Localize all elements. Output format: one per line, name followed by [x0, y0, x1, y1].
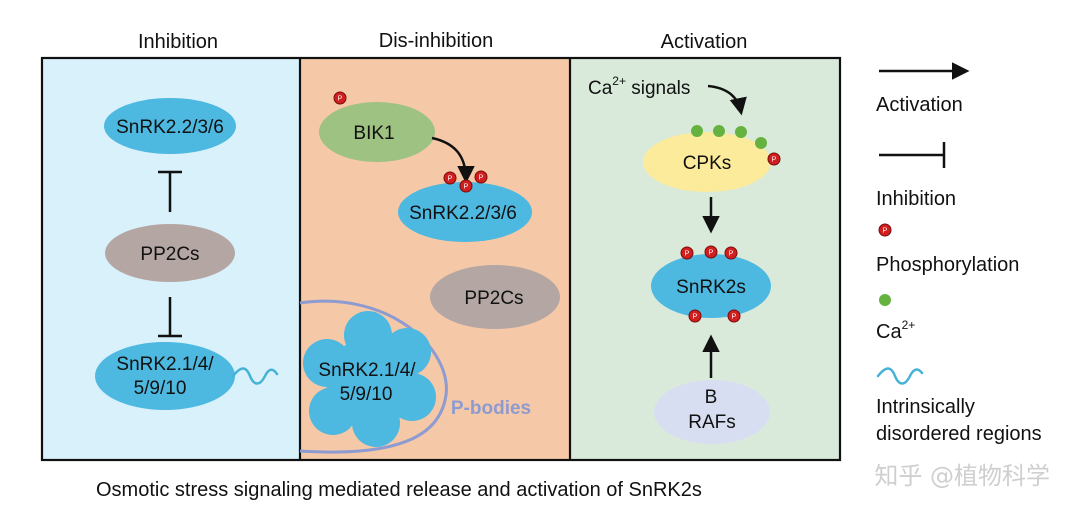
svg-text:P: P — [772, 157, 777, 164]
activation-panel-title: Activation — [661, 31, 748, 53]
brafs-node — [654, 380, 770, 444]
phosphate-icon: P — [767, 152, 781, 166]
legend-idr-label-line2: disordered regions — [876, 423, 1042, 445]
phosphate-icon: P — [474, 170, 488, 184]
snrk2-1-4-5-9-10-node — [95, 342, 235, 410]
calcium-ion-icon — [735, 126, 747, 138]
svg-text:P: P — [729, 251, 734, 258]
ca-signals-label: Ca2+ signals — [588, 74, 690, 99]
bik1-label: BIK1 — [353, 123, 394, 144]
brafs-label-line1: B — [705, 387, 718, 408]
legend-phosphorylation-label: Phosphorylation — [876, 254, 1019, 276]
snrk2-2-3-6-node-disinhibition — [398, 182, 532, 242]
phosphate-icon: P — [680, 246, 694, 260]
svg-text:P: P — [338, 96, 343, 103]
legend-idr-label-line1: Intrinsically — [876, 396, 975, 418]
svg-text:P: P — [709, 250, 714, 257]
legend-inhibition-label: Inhibition — [876, 188, 956, 210]
p-body-snrk-label-line1: SnRK2.1/4/ — [318, 360, 416, 381]
svg-text:P: P — [685, 251, 690, 258]
svg-text:P: P — [883, 228, 888, 235]
brafs-label-line2: RAFs — [688, 412, 736, 433]
snrk2-2-3-6-label: SnRK2.2/3/6 — [116, 117, 224, 138]
cpks-node — [643, 132, 771, 192]
snrk2-1-4-label-line2: 5/9/10 — [134, 378, 187, 399]
pp2c-label-inhibition: PP2Cs — [140, 244, 199, 265]
svg-text:P: P — [693, 314, 698, 321]
calcium-ions — [691, 125, 767, 149]
idr-tail-icon — [231, 367, 279, 385]
phosphate-icon: P — [688, 309, 702, 323]
watermark: 知乎 @植物科学 — [874, 462, 1050, 490]
phosphate-icon: P — [459, 179, 473, 193]
phosphate-icon: P — [443, 171, 457, 185]
panels-frame — [40, 56, 842, 462]
bik1-phosphorylates-snrk-arrow — [431, 136, 475, 184]
legend-idr-icon — [876, 367, 924, 385]
svg-text:P: P — [479, 175, 484, 182]
snrk2-2-3-6-node — [104, 98, 236, 154]
disinhibition-panel-title: Dis-inhibition — [379, 30, 494, 52]
p-body-snrk-label-line2: 5/9/10 — [340, 384, 393, 405]
legend-phosphate-icon: P — [878, 223, 892, 237]
legend-activation-label: Activation — [876, 94, 963, 116]
p-bodies-label: P-bodies — [451, 398, 531, 419]
inhibition-panel-title: Inhibition — [138, 31, 218, 53]
cpks-label: CPKs — [683, 153, 732, 174]
pp2c-node-disinhibition — [430, 265, 560, 329]
calcium-ion-icon — [713, 125, 725, 137]
svg-text:P: P — [732, 314, 737, 321]
calcium-ion-icon — [755, 137, 767, 149]
phosphate-icon: P — [704, 245, 718, 259]
svg-text:P: P — [464, 184, 469, 191]
svg-text:P: P — [448, 176, 453, 183]
bik1-node — [319, 102, 435, 162]
snrk2s-label: SnRK2s — [676, 277, 746, 298]
p-body-snrk-flower — [303, 311, 436, 447]
snrk2s-node — [651, 254, 771, 318]
figure-caption: Osmotic stress signaling mediated releas… — [96, 479, 702, 501]
snrk2-1-4-label-line1: SnRK2.1/4/ — [116, 354, 214, 375]
legend-calcium-label: Ca2+ — [876, 318, 915, 343]
calcium-ion-icon — [691, 125, 703, 137]
phosphate-icon: P — [724, 246, 738, 260]
phosphate-icon: P — [727, 309, 741, 323]
legend-calcium-ion-icon — [879, 294, 891, 306]
snrk2-2-3-6-label-disinhibition: SnRK2.2/3/6 — [409, 203, 517, 224]
ca-signals-arrow — [707, 84, 747, 116]
pp2c-label-disinhibition: PP2Cs — [464, 288, 523, 309]
phosphate-icon: P — [333, 91, 347, 105]
pp2c-node-inhibition — [105, 224, 235, 282]
p-body-outline — [299, 299, 448, 454]
